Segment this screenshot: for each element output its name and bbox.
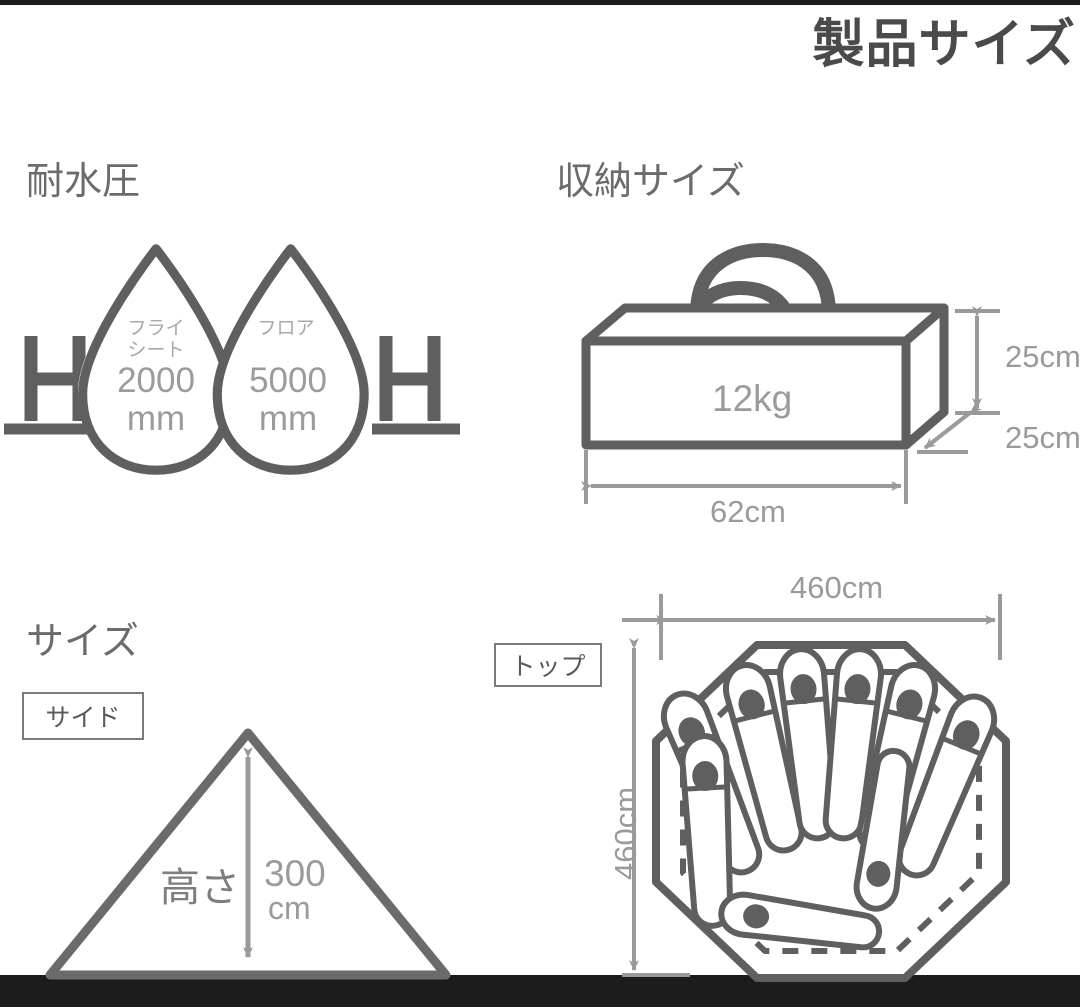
bag-height-label: 25cm bbox=[1005, 339, 1080, 374]
octagon-outer bbox=[652, 641, 1010, 982]
letter-h-right bbox=[379, 336, 441, 421]
sleeping-bag bbox=[660, 690, 763, 876]
tent-top-view bbox=[622, 594, 1010, 982]
droplet-label-fly-sheet: フライ シート bbox=[116, 318, 196, 363]
sleeping-bag bbox=[853, 747, 913, 912]
floor-unit: mm bbox=[258, 398, 318, 438]
heading-water-resistance: 耐水圧 bbox=[26, 161, 141, 203]
top-black-bar bbox=[0, 0, 1080, 5]
bag-width-label: 62cm bbox=[710, 494, 786, 529]
bag-head bbox=[952, 720, 980, 750]
h2o-formula bbox=[4, 336, 460, 435]
bag-handle-inner bbox=[683, 281, 799, 346]
page-title: 製品サイズ bbox=[812, 16, 1076, 74]
height-unit: cm bbox=[268, 890, 311, 926]
bag-head bbox=[692, 761, 719, 791]
droplet-label-floor: フロア bbox=[246, 318, 326, 340]
bag-head bbox=[896, 689, 923, 720]
bag-head bbox=[678, 717, 706, 747]
droplet-value-floor: 5000 mm bbox=[238, 362, 338, 438]
sleeping-bag bbox=[722, 662, 805, 854]
fly-sheet-line1: フライ bbox=[127, 318, 185, 339]
bag-weight-label: 12kg bbox=[712, 378, 793, 419]
bag-head bbox=[743, 904, 770, 929]
bag-head bbox=[790, 674, 817, 705]
bag-handle-outer bbox=[690, 243, 836, 321]
sleeping-bag bbox=[822, 646, 884, 842]
octagon-width-label: 460cm bbox=[790, 570, 884, 605]
fly-sheet-unit: mm bbox=[126, 398, 186, 438]
sleeping-bag bbox=[679, 733, 734, 929]
sleeping-bags-horizontal bbox=[718, 747, 913, 951]
floor-line1: フロア bbox=[257, 318, 315, 339]
height-number: 300 bbox=[264, 853, 326, 894]
tent-side-triangle bbox=[45, 728, 451, 980]
tag-side-view: サイド bbox=[22, 692, 144, 740]
bag-head bbox=[866, 860, 891, 887]
heading-size: サイズ bbox=[26, 621, 139, 663]
heading-storage-size: 収納サイズ bbox=[556, 161, 745, 203]
bag-depth-arrow bbox=[923, 401, 982, 450]
sleeping-bag bbox=[777, 646, 839, 842]
fly-sheet-value: 2000 bbox=[117, 361, 195, 400]
triangle-outline bbox=[45, 728, 451, 980]
bag-side-face bbox=[901, 303, 949, 450]
triangle-height-label: 高さ bbox=[160, 866, 240, 910]
tag-top-view: トップ bbox=[494, 643, 602, 687]
bag-depth-label: 25cm bbox=[1005, 420, 1080, 455]
sleeping-bag bbox=[718, 891, 883, 951]
sleeping-bags-vertical bbox=[660, 646, 998, 929]
octagon-inner-dashed bbox=[680, 669, 982, 954]
triangle-height-value: 300 cm bbox=[264, 855, 326, 924]
floor-value: 5000 bbox=[249, 361, 327, 400]
octagon-depth-label: 460cm bbox=[608, 786, 643, 880]
droplet-value-fly-sheet: 2000 mm bbox=[106, 362, 206, 438]
bag-dimensions bbox=[581, 306, 1000, 504]
letter-h-left bbox=[24, 336, 86, 421]
sleeping-bag bbox=[856, 662, 939, 854]
fly-sheet-line2: シート bbox=[127, 340, 185, 362]
bag-top-face bbox=[581, 303, 949, 346]
bag-head bbox=[844, 674, 871, 705]
bag-head bbox=[738, 689, 765, 720]
sleeping-bag bbox=[895, 693, 998, 879]
bottom-black-bar bbox=[0, 975, 1080, 1007]
octagon-dimensions bbox=[622, 594, 1002, 977]
